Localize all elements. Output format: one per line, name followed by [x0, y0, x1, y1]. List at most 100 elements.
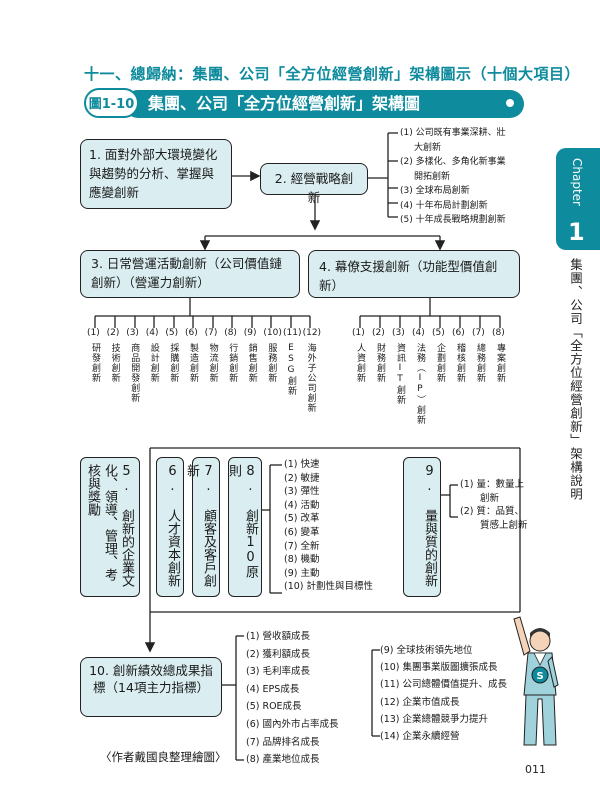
staff-item-number: (7): [472, 328, 485, 338]
box-environment-analysis: 1. 面對外部大環境變化與趨勢的分析、掌握與應變創新: [80, 139, 232, 209]
box-daily-operations: 3. 日常營運活動創新（公司價值鏈創新）（營運力創新）: [80, 250, 300, 298]
staff-item-label: 稽核創新: [455, 343, 465, 383]
figure-caption: 〈作者戴國良整理繪圖〉: [100, 750, 227, 764]
ops-item-label: 行銷創新: [227, 343, 238, 383]
page-number: 011: [525, 763, 546, 776]
quantity-quality-list: (1) 量：數量上 創新 (2) 質：品質、 質感上創新: [460, 478, 528, 532]
kpi-item: (3) 毛利率成長: [246, 666, 310, 678]
strategy-item: (4) 十年布局計劃創新: [400, 200, 488, 211]
kpi-item: (7) 品牌排名成長: [246, 736, 320, 748]
ops-item-number: (5): [165, 328, 179, 338]
quantity-item: 創新: [480, 492, 500, 504]
staff-item-number: (2): [372, 328, 385, 338]
figure-header: 圖1-10 集團、公司「全方位經營創新」架構圖: [84, 88, 524, 120]
ops-item-number: (3): [126, 328, 139, 338]
ops-item-number: (9): [243, 328, 257, 338]
strategy-items-list: (1) 公司既有事業深耕、壯 大創新 (2) 多樣化、多角化新事業 開拓創新 (…: [400, 126, 506, 228]
staff-item-label: 人資創新: [355, 343, 365, 383]
box-performance-indicators: 10. 創新績效總成果指標（14項主力指標）: [80, 657, 222, 717]
box-ten-principles: 8. 創新10原則: [226, 457, 262, 597]
strategy-item: (3) 全球布局創新: [400, 186, 470, 196]
principle-item: (5) 改革: [284, 513, 320, 525]
ops-item-label: 物流創新: [207, 343, 218, 383]
staff-item-number: (8): [492, 328, 505, 338]
box-strategy-innovation-text: 2. 經營戰略創新: [274, 171, 354, 205]
ops-item-label: 商品開發創新: [129, 343, 140, 403]
strategy-item: (5) 十年成長戰略規劃創新: [400, 215, 506, 225]
principle-item: (6) 變革: [284, 526, 320, 538]
kpi-item: (8) 產業地位成長: [246, 754, 320, 766]
box-talent-capital: 6. 人才資本創新: [156, 457, 184, 597]
kpi-list-left: (1) 營收額成長 (2) 獲利額成長 (3) 毛利率成長 (4) EPS成長 …: [246, 628, 338, 769]
staff-item-label: 法務（IP）創新: [415, 343, 425, 425]
bullet-dot-icon: [506, 99, 514, 107]
kpi-item: (5) ROE成長: [246, 701, 302, 713]
ops-item-label: 海外子公司創新: [305, 343, 316, 413]
principle-item: (2) 敏捷: [284, 472, 320, 484]
box-environment-analysis-text: 1. 面對外部大環境變化與趨勢的分析、掌握與應變創新: [89, 147, 218, 200]
ops-item-number: (6): [185, 328, 198, 338]
staff-item-number: (4): [412, 328, 425, 338]
strategy-item: (2) 多樣化、多角化新事業: [400, 157, 506, 167]
section-title: 十一、總歸納：集團、公司「全方位經營創新」架構圖示（十個大項目）: [84, 65, 581, 83]
principle-item: (3) 彈性: [284, 486, 320, 498]
principles-list: (1) 快速 (2) 敏捷 (3) 彈性 (4) 活動 (5) 改革 (6) 變…: [284, 458, 373, 594]
principle-item: (10) 計劃性與目標性: [284, 581, 374, 593]
ops-item-label: 研發創新: [90, 343, 100, 383]
principle-item: (8) 機動: [284, 554, 320, 566]
ops-item-label: 服務創新: [266, 343, 277, 383]
kpi-item: (2) 獲利額成長: [246, 648, 310, 660]
ops-item-label: 採購創新: [168, 343, 179, 383]
principle-item: (9) 主動: [284, 567, 320, 579]
box-quantity-quality-text: 9. 量與質的創新: [422, 464, 437, 587]
quantity-item: 質感上創新: [480, 519, 528, 531]
figure-title-bar: [124, 90, 524, 118]
chapter-word: Chapter: [570, 158, 584, 206]
figure-title: 集團、公司「全方位經營創新」架構圖: [148, 94, 421, 113]
box-daily-operations-text: 3. 日常營運活動創新（公司價值鏈創新）（營運力創新）: [91, 256, 282, 290]
figure-label: 圖1-10: [84, 88, 139, 118]
box-ten-principles-text: 8. 創新10原則: [226, 464, 258, 578]
kpi-item: (9) 全球技術領先地位: [380, 645, 473, 656]
ops-item-number: (2): [106, 328, 120, 338]
kpi-item: (6) 國內外市占率成長: [246, 718, 339, 730]
ops-item-label: ESG創新: [286, 343, 296, 396]
chapter-side-title: 集團、公司「全方位經營創新」架構說明: [568, 258, 583, 501]
box-staff-support-text: 4. 幕僚支援創新（功能型價值創新）: [319, 259, 498, 293]
chapter-tab: Chapter 1: [556, 148, 600, 250]
staff-item-label: 財務創新: [375, 343, 385, 383]
chapter-number: 1: [568, 218, 585, 246]
box-corporate-culture: 5. 創新的企業文化、領導、管理、考核與獎勵: [80, 457, 140, 597]
ops-item-number: (12): [302, 328, 322, 338]
staff-item-label: 企劃創新: [435, 343, 445, 383]
ops-item-label: 製造創新: [188, 343, 198, 383]
kpi-item: (12) 企業市值成長: [380, 696, 460, 708]
principle-item: (4) 活動: [284, 499, 320, 511]
strategy-item: 開拓創新: [414, 171, 451, 182]
kpi-item: (10) 集團事業版圖擴張成長: [380, 662, 498, 674]
box-talent-capital-text: 6. 人才資本創新: [165, 464, 180, 587]
staff-item-label: 資訊IT創新: [395, 343, 405, 405]
staff-item-label: 專案創新: [495, 343, 505, 383]
ops-item-number: (4): [145, 328, 159, 338]
quantity-item: (2) 質：品質、: [460, 506, 524, 517]
kpi-item: (4) EPS成長: [246, 683, 300, 695]
box-customer-innovation-text: 7. 顧客及客戶創新: [184, 464, 216, 587]
kpi-item: (1) 營收額成長: [246, 631, 310, 642]
box-quantity-quality: 9. 量與質的創新: [403, 457, 441, 597]
principle-item: (7) 全新: [284, 540, 320, 552]
staff-item-number: (6): [452, 328, 465, 338]
kpi-list-right: (9) 全球技術領先地位 (10) 集團事業版圖擴張成長 (11) 公司總體價值…: [380, 642, 507, 745]
ops-item-number: (8): [224, 328, 237, 338]
strategy-item: (1) 公司既有事業深耕、壯: [400, 128, 506, 138]
staff-item-number: (3): [392, 328, 405, 338]
box-strategy-innovation: 2. 經營戰略創新: [260, 163, 368, 205]
box-customer-innovation: 7. 顧客及客戶創新: [184, 457, 220, 597]
staff-item-number: (5): [432, 328, 445, 338]
ops-item-label: 技術創新: [109, 343, 120, 383]
staff-item-label: 總務創新: [475, 343, 485, 383]
box-staff-support: 4. 幕僚支援創新（功能型價值創新）: [308, 250, 520, 298]
ops-item-number: (10): [263, 328, 282, 338]
kpi-item: (11) 公司總體價值提升、成長: [380, 679, 508, 691]
ops-item-label: 設計創新: [148, 343, 159, 383]
